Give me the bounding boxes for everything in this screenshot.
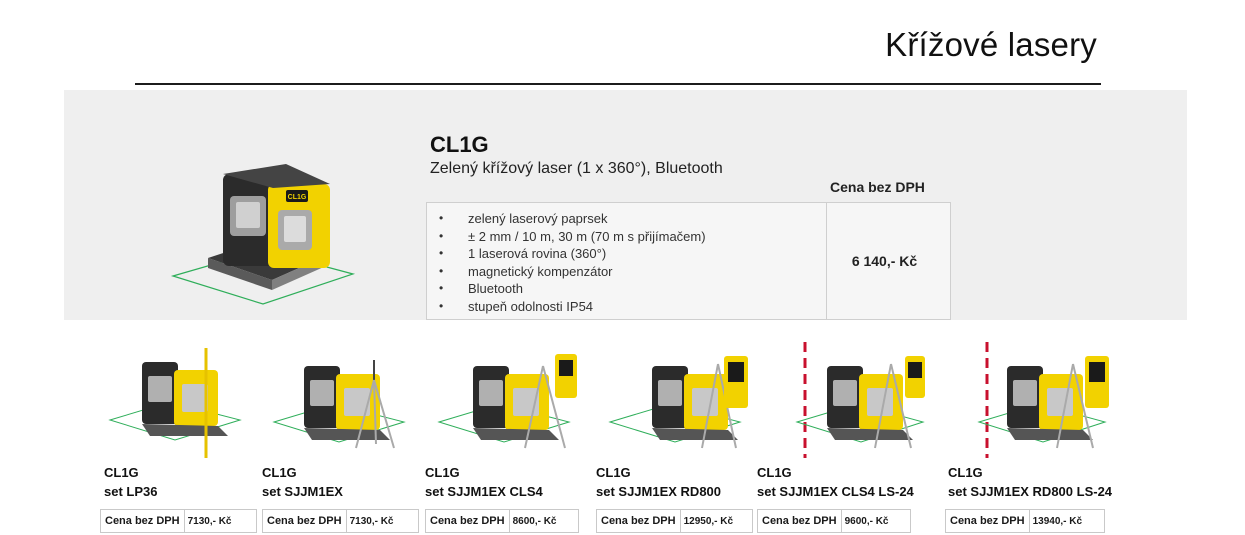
feature-item: •Bluetooth (439, 281, 523, 296)
price-label: Cena bez DPH (101, 510, 185, 532)
product-code: CL1G (948, 465, 983, 480)
price-value: 7130,- Kč (187, 515, 232, 527)
product-code: CL1G (757, 465, 792, 480)
page-title: Křížové lasery (885, 26, 1097, 63)
set-sjjm1ex-rd800-ls24-image (977, 342, 1109, 458)
feature-item: •stupeň odolnosti IP54 (439, 298, 594, 314)
hero-price-label: Cena bez DPH (830, 179, 925, 195)
set-sjjm1ex-image (272, 360, 406, 449)
spec-table: •zelený laserový paprsek •± 2 mm / 10 m,… (426, 202, 951, 320)
hero-price: 6 140,- Kč (851, 253, 918, 269)
product-set-name: set LP36 (104, 484, 158, 499)
product-code: CL1G (104, 465, 139, 480)
product-set-name: set SJJM1EX CLS4 (425, 484, 543, 499)
price-label: Cena bez DPH (758, 510, 842, 532)
price-value: 12950,- Kč (683, 515, 734, 527)
price-value: 9600,- Kč (844, 515, 889, 527)
price-label: Cena bez DPH (263, 510, 347, 532)
price-box: Cena bez DPH 9600,- Kč (757, 509, 911, 533)
badge-text: CL1G (288, 194, 307, 201)
hero-product-description: Zelený křížový laser (1 x 360°), Bluetoo… (430, 160, 723, 177)
product-set-name: set SJJM1EX (262, 484, 343, 499)
feature-item: •magnetický kompenzátor (439, 263, 613, 279)
feature-item: •1 laserová rovina (360°) (439, 246, 607, 261)
cl1g-badge (286, 190, 308, 202)
price-box: Cena bez DPH 7130,- Kč (262, 509, 419, 533)
title-divider (135, 83, 1101, 85)
product-code: CL1G (262, 465, 297, 480)
feature-item: •zelený laserový paprsek (439, 211, 608, 226)
feature-item: •± 2 mm / 10 m, 30 m (70 m s přijímačem) (439, 228, 706, 244)
price-box: Cena bez DPH 8600,- Kč (425, 509, 579, 533)
price-value: 8600,- Kč (512, 515, 557, 527)
set-lp36-image (108, 348, 242, 458)
set-sjjm1ex-cls4-image (437, 354, 577, 449)
price-box: Cena bez DPH 13940,- Kč (945, 509, 1105, 533)
price-box: Cena bez DPH 12950,- Kč (596, 509, 753, 533)
product-set-name: set SJJM1EX RD800 LS-24 (948, 484, 1113, 499)
set-sjjm1ex-cls4-ls24-image (795, 342, 925, 458)
product-set-name: set SJJM1EX CLS4 LS-24 (757, 484, 914, 499)
price-label: Cena bez DPH (946, 510, 1030, 532)
price-label: Cena bez DPH (597, 510, 681, 532)
price-value: 7130,- Kč (349, 515, 394, 527)
product-code: CL1G (596, 465, 631, 480)
product-code: CL1G (425, 465, 460, 480)
feature-list: •zelený laserový paprsek •± 2 mm / 10 m,… (427, 203, 827, 319)
set-sjjm1ex-rd800-image (608, 356, 748, 449)
price-box: Cena bez DPH 7130,- Kč (100, 509, 257, 533)
price-value: 13940,- Kč (1032, 515, 1083, 527)
hero-product-code: CL1G (430, 132, 489, 157)
product-set-name: set SJJM1EX RD800 (596, 484, 722, 499)
price-label: Cena bez DPH (426, 510, 510, 532)
hero-panel: CL1G CL1G Zelený křížový laser (1 x 360°… (64, 90, 1187, 320)
cl1g-laser-image: CL1G (170, 164, 356, 305)
